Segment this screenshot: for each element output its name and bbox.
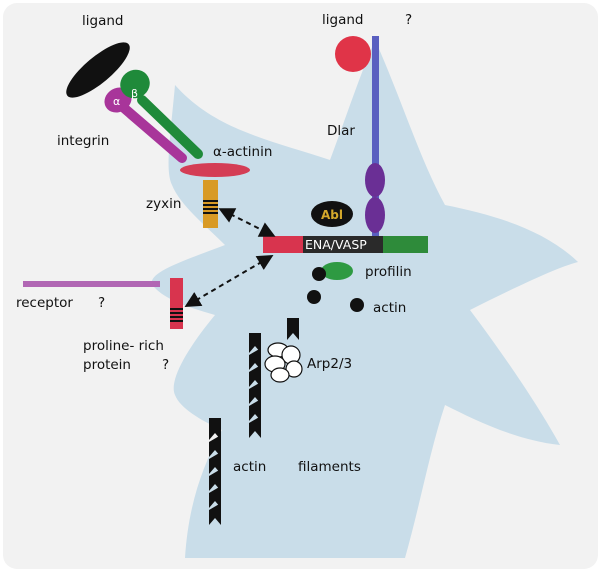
- ligand-left-shape: [66, 42, 130, 98]
- zyxin-shape: [203, 180, 218, 228]
- integrin-beta-letter: β: [131, 87, 138, 100]
- ligand-left-label: ligand: [82, 13, 123, 29]
- zyxin-label: zyxin: [146, 196, 181, 212]
- actin-filament-short: [287, 318, 299, 340]
- dlar-label: Dlar: [327, 123, 355, 139]
- receptor-label: receptor: [16, 295, 73, 311]
- abl-shape: [311, 201, 353, 227]
- actin-monomer: [350, 298, 364, 312]
- actin-monomer: [312, 267, 326, 281]
- receptor-shape: [23, 281, 160, 287]
- arp2-3-complex: [264, 342, 303, 383]
- ena-vasp-bar: [263, 236, 428, 253]
- proline-rich-protein-shape: [170, 278, 183, 329]
- integrin-label: integrin: [57, 133, 109, 149]
- actin-filaments-label-2: filaments: [298, 459, 361, 475]
- proline-rich-label-line1: proline- rich: [83, 338, 164, 354]
- actin-filament-long: [209, 418, 221, 525]
- actin-label: actin: [373, 300, 406, 316]
- integrin-alpha-letter: α: [113, 95, 120, 108]
- integrin-beta-subunit: [120, 69, 203, 159]
- ligand-right-label: ligand: [322, 12, 363, 28]
- arp-label: Arp2/3: [307, 356, 352, 372]
- receptor-question: ?: [98, 295, 105, 311]
- ligand-right-question: ?: [405, 12, 412, 28]
- actin-monomer: [307, 290, 321, 304]
- proline-ena-arrow: [184, 254, 274, 308]
- ligand-right-shape: [335, 36, 371, 72]
- profilin-shape: [321, 262, 353, 280]
- alpha-actinin-shape: [180, 163, 250, 177]
- dlar-stem: [372, 36, 379, 236]
- proline-rich-label-line2: protein: [83, 357, 131, 373]
- zyxin-ena-arrow: [218, 208, 276, 237]
- actin-filaments-label-1: actin: [233, 459, 266, 475]
- alpha-actinin-label: α-actinin: [213, 144, 272, 160]
- profilin-label: profilin: [365, 264, 412, 280]
- dlar-domain-lower: [365, 197, 385, 233]
- abl-label: Abl: [321, 208, 343, 222]
- ena-vasp-label: ENA/VASP: [305, 237, 367, 252]
- proline-rich-question: ?: [162, 357, 169, 373]
- dlar-domain-upper: [365, 163, 385, 197]
- actin-filament-middle: [249, 333, 261, 438]
